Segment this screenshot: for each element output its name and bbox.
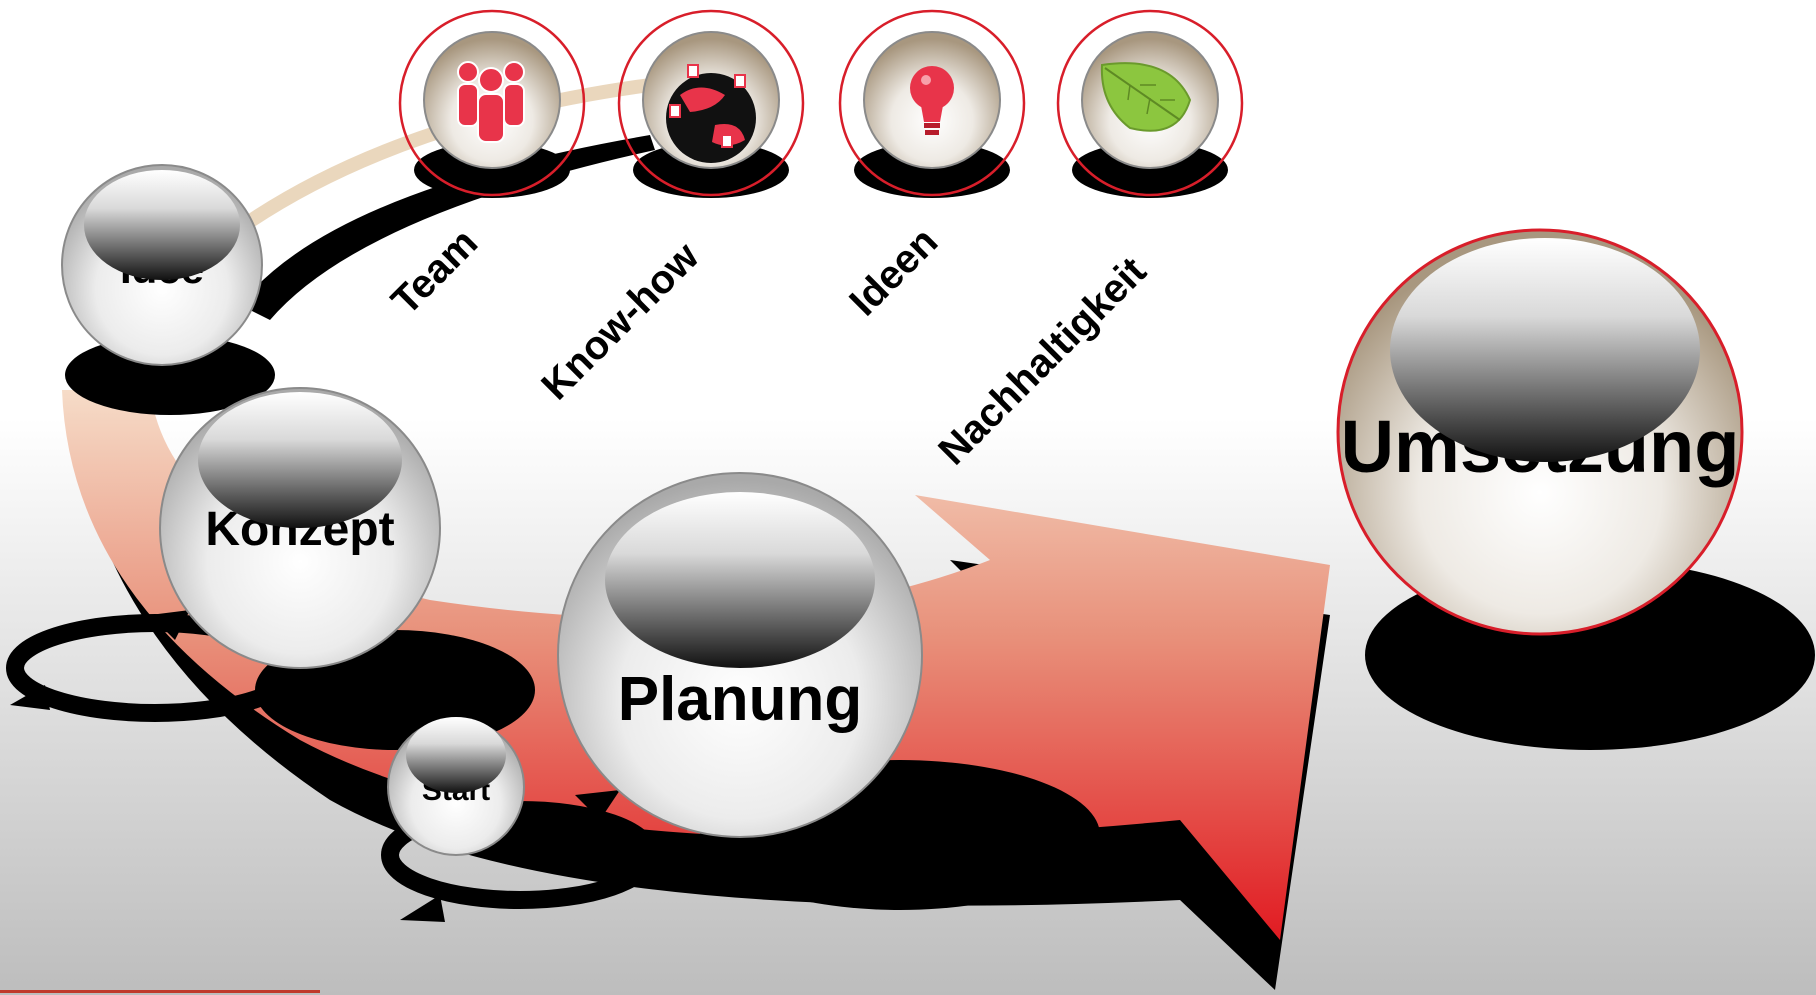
stage-konzept: Konzept: [159, 387, 441, 669]
stage-start: Start: [387, 717, 525, 856]
lightbulb-icon: [910, 66, 954, 135]
team-people-icon: [457, 61, 525, 143]
globe-network-icon: [666, 64, 756, 163]
stage-planung: Planung: [557, 472, 923, 838]
pillar-ideen-label: Ideen: [841, 219, 946, 324]
pillar-nachhaltigkeit: [1056, 9, 1244, 198]
top-arc-shadow: [240, 135, 655, 320]
pillar-know-how-label: Know-how: [533, 234, 708, 409]
pillar-know-how: [617, 9, 805, 198]
bottom-accent-line: [0, 990, 320, 993]
pillar-ideen: [838, 9, 1026, 198]
pillar-team: [398, 9, 586, 198]
pillar-team-label: Team: [383, 220, 486, 323]
stage-planung-label: Planung: [618, 665, 863, 734]
top-arc-light: [225, 78, 651, 241]
leaf-icon: [1100, 62, 1192, 132]
stage-idee: Idee: [61, 164, 263, 366]
pillar-nachhaltigkeit-label: Nachhaltigkeit: [930, 249, 1154, 473]
stage-umsetzung: Umsetzung: [1336, 228, 1744, 636]
